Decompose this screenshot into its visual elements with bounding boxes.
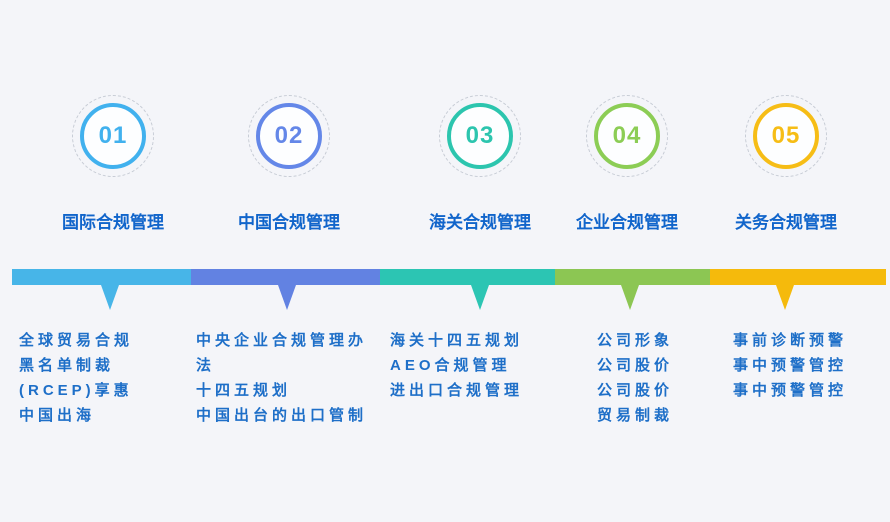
list-item: 事前诊断预警 bbox=[733, 332, 848, 349]
step-2: 02 中国合规管理 bbox=[199, 95, 379, 233]
step-1-dashed-circle: 01 bbox=[72, 95, 154, 177]
list-item: 公司形象 bbox=[597, 332, 674, 349]
step-2-number: 02 bbox=[274, 122, 304, 149]
list-item: 中国出台的出口管制 bbox=[196, 407, 368, 424]
step-4-dashed-circle: 04 bbox=[586, 95, 668, 177]
step-3-arrow-down-icon bbox=[471, 285, 489, 310]
step-5-number: 05 bbox=[771, 122, 801, 149]
step-3-dashed-circle: 03 bbox=[439, 95, 521, 177]
step-1-arrow-down-icon bbox=[101, 285, 119, 310]
step-2-dashed-circle: 02 bbox=[248, 95, 330, 177]
step-3-circle: 03 bbox=[447, 103, 513, 169]
step-3-number: 03 bbox=[465, 122, 495, 149]
step-1-circle: 01 bbox=[80, 103, 146, 169]
bar-segment-5 bbox=[710, 269, 886, 285]
list-item: AEO合规管理 bbox=[390, 357, 511, 374]
step-4-item-list: 公司形象公司股价公司股价贸易制裁 bbox=[597, 328, 747, 428]
step-5: 05 关务合规管理 bbox=[696, 95, 876, 233]
list-item: 十四五规划 bbox=[196, 382, 292, 399]
step-4-circle: 04 bbox=[594, 103, 660, 169]
step-5-arrow-down-icon bbox=[776, 285, 794, 310]
step-3-title: 海关合规管理 bbox=[429, 213, 531, 232]
step-5-dashed-circle: 05 bbox=[745, 95, 827, 177]
list-item: 中央企业合规管理办法 bbox=[196, 332, 368, 374]
list-item: 中国出海 bbox=[19, 407, 96, 424]
list-item: 公司股价 bbox=[597, 357, 674, 374]
list-item: 贸易制裁 bbox=[597, 407, 674, 424]
step-5-item-list: 事前诊断预警事中预警管控事中预警管控 bbox=[733, 328, 890, 403]
step-4: 04 企业合规管理 bbox=[537, 95, 717, 233]
list-item: 全球贸易合规 bbox=[19, 332, 134, 349]
step-4-arrow-down-icon bbox=[621, 285, 639, 310]
step-1: 01 国际合规管理 bbox=[23, 95, 203, 233]
step-2-title: 中国合规管理 bbox=[238, 213, 340, 232]
bar-segment-1 bbox=[12, 269, 191, 285]
step-1-title: 国际合规管理 bbox=[62, 213, 164, 232]
list-item: 事中预警管控 bbox=[733, 382, 848, 399]
step-4-title: 企业合规管理 bbox=[576, 213, 678, 232]
step-2-arrow-down-icon bbox=[278, 285, 296, 310]
step-3: 03 海关合规管理 bbox=[390, 95, 570, 233]
list-item: 事中预警管控 bbox=[733, 357, 848, 374]
step-1-item-list: 全球贸易合规黑名单制裁 (RCEP)享惠中国出海 bbox=[19, 328, 195, 428]
bar-segment-2 bbox=[191, 269, 380, 285]
step-1-number: 01 bbox=[98, 122, 128, 149]
bar-segment-3 bbox=[380, 269, 555, 285]
list-item: (RCEP)享惠 bbox=[19, 382, 133, 399]
step-5-title: 关务合规管理 bbox=[735, 213, 837, 232]
list-item: 海关十四五规划 bbox=[390, 332, 524, 349]
list-item: 黑名单制裁 bbox=[19, 357, 115, 374]
step-2-circle: 02 bbox=[256, 103, 322, 169]
list-item: 进出口合规管理 bbox=[390, 382, 524, 399]
list-item: 公司股价 bbox=[597, 382, 674, 399]
progress-bar bbox=[12, 269, 886, 285]
bar-segment-4 bbox=[555, 269, 710, 285]
step-3-item-list: 海关十四五规划 AEO合规管理进出口合规管理 bbox=[390, 328, 566, 403]
step-4-number: 04 bbox=[612, 122, 642, 149]
step-5-circle: 05 bbox=[753, 103, 819, 169]
step-2-item-list: 中央企业合规管理办法十四五规划中国出台的出口管制 bbox=[196, 328, 372, 428]
